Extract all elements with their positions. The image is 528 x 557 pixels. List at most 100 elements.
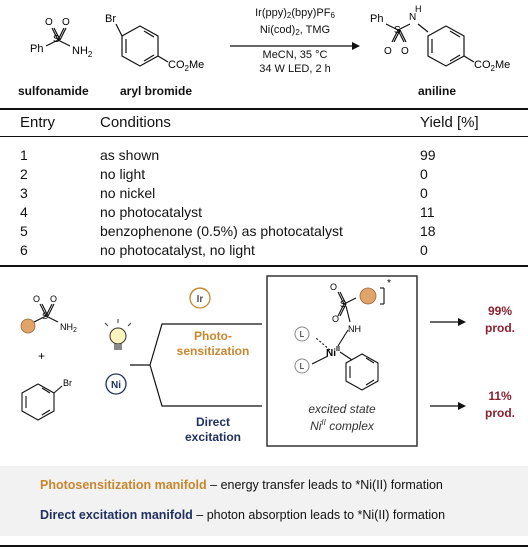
- top-product-arrowhead: [458, 318, 466, 326]
- lightbulb-icon: [104, 319, 132, 350]
- reaction-arrowhead: [352, 42, 360, 50]
- row-yield: 18: [420, 223, 436, 239]
- top-yield-unit: prod.: [485, 321, 515, 335]
- conditions-sub: 6: [330, 11, 335, 20]
- conditions-line-2: Ni(cod)2, TMG: [230, 23, 360, 40]
- row-entry: 3: [20, 185, 28, 201]
- row-entry: 6: [20, 242, 28, 258]
- bottom-product-arrowhead: [458, 402, 466, 410]
- conditions-line-3: MeCN, 35 °C: [262, 49, 328, 61]
- mech-bromobenzene: [21, 383, 63, 421]
- photo-label-2: sensitization: [177, 344, 250, 358]
- conditions-text: (bpy)PF: [291, 7, 331, 19]
- legend-photo-text: – energy transfer leads to *Ni(II) forma…: [206, 478, 443, 492]
- complex-ball-icon: [359, 287, 377, 305]
- direct-label-2: excitation: [185, 430, 241, 444]
- excited-label-1: excited state: [308, 402, 376, 416]
- sulfonamide-ball-icon: [20, 318, 36, 334]
- legend-photo: Photosensitization manifold – energy tra…: [40, 478, 520, 492]
- product-h-label: H: [415, 4, 422, 14]
- figure-bottom-rule: [0, 545, 528, 547]
- excited-label-2: NiII complex: [310, 418, 375, 433]
- product-s-label: S: [394, 25, 401, 36]
- plus-sign: +: [38, 349, 45, 363]
- aryl-bromide-structure: [115, 23, 169, 67]
- row-conditions: no nickel: [100, 185, 156, 201]
- legend-direct-title: Direct excitation manifold: [40, 508, 193, 522]
- legend-box: Photosensitization manifold – energy tra…: [0, 466, 528, 536]
- complex-o-label: O: [332, 314, 339, 324]
- mech-s-label: S: [42, 311, 48, 321]
- aniline-label: aniline: [418, 84, 457, 98]
- row-yield: 0: [420, 185, 428, 201]
- row-conditions: as shown: [100, 147, 160, 163]
- complex-ni-sup: II: [336, 346, 340, 353]
- ir-badge-label: Ir: [197, 294, 204, 305]
- ph-label: Ph: [30, 43, 43, 55]
- product-o-label: O: [401, 46, 409, 57]
- excited-label-2-tail: complex: [326, 419, 375, 433]
- complex-s-label: S: [340, 299, 346, 309]
- header-conditions: Conditions: [100, 114, 171, 131]
- conditions-text: Ir(ppy): [255, 7, 287, 19]
- nh2-label: NH2: [72, 45, 93, 59]
- complex-ni-label: NiII: [326, 346, 340, 359]
- ni-badge-icon: [105, 373, 127, 395]
- conditions-sub: 2: [286, 11, 292, 20]
- ligand-circle-icon: [294, 358, 310, 374]
- excited-label-2-text: Ni: [310, 419, 322, 433]
- s-label: S: [53, 34, 60, 45]
- legend-direct-text: – photon absorption leads to *Ni(II) for…: [192, 508, 446, 522]
- aniline-structure: [385, 23, 475, 67]
- product-o-label: O: [384, 46, 392, 57]
- o-label: O: [62, 17, 70, 28]
- conditions-text: Ni(cod): [259, 24, 296, 36]
- excited-label-2-sup: II: [321, 418, 326, 427]
- bottom-yield-value: 11%: [488, 389, 512, 403]
- row-entry: 2: [20, 166, 28, 182]
- conditions-text: , TMG: [299, 24, 331, 36]
- scheme-structures: Ph S O O NH2 Br CO2Me: [30, 4, 510, 73]
- row-yield: 0: [420, 242, 428, 258]
- legend-direct: Direct excitation manifold – photon abso…: [40, 508, 520, 522]
- row-yield: 99: [420, 147, 436, 163]
- product-co2me-label: CO2Me: [474, 59, 510, 73]
- mechanism-diagram: S O O NH2 + Br Ir Ni Photo- sensitizatio…: [20, 275, 515, 447]
- header-entry: Entry: [20, 114, 56, 131]
- aryl-bromide-label: aryl bromide: [120, 84, 193, 98]
- ligand-label: L: [300, 362, 305, 371]
- table-top-rule: [0, 108, 528, 110]
- ni-badge-label: Ni: [111, 380, 121, 391]
- row-entry: 5: [20, 223, 28, 239]
- ligand-circle-icon: [294, 326, 310, 342]
- direct-label-1: Direct: [196, 415, 230, 429]
- mech-sulfonamide: [33, 303, 59, 323]
- photo-label-1: Photo-: [194, 329, 232, 343]
- top-yield-value: 99%: [488, 304, 512, 318]
- product-ph-label: Ph: [370, 13, 383, 25]
- mech-o-label: O: [33, 294, 40, 304]
- bottom-yield-unit: prod.: [485, 406, 515, 420]
- reaction-conditions: Ir(ppy)2(bpy)PF6 Ni(cod)2, TMG MeCN, 35 …: [230, 6, 360, 76]
- mech-br-label: Br: [63, 378, 72, 388]
- excited-complex-box: [266, 275, 418, 447]
- ligand-label: L: [300, 330, 305, 339]
- row-conditions: no photocatalyst: [100, 204, 202, 220]
- branch-lines: [130, 323, 262, 407]
- complex-o-label: O: [330, 282, 337, 292]
- conditions-line-1: Ir(ppy)2(bpy)PF6: [230, 6, 360, 23]
- row-conditions: benzophenone (0.5%) as photocatalyst: [100, 223, 343, 239]
- header-yield: Yield [%]: [420, 114, 479, 131]
- legend-photo-title: Photosensitization manifold: [40, 478, 207, 492]
- table-header-rule: [0, 136, 528, 137]
- table-bottom-rule: [0, 265, 528, 267]
- row-yield: 0: [420, 166, 428, 182]
- mech-nh2-label: NH2: [60, 322, 77, 334]
- br-label: Br: [105, 13, 116, 25]
- row-entry: 4: [20, 204, 28, 220]
- excited-star: *: [387, 278, 391, 289]
- ir-badge-icon: [189, 287, 211, 309]
- complex-nh-label: NH: [348, 324, 361, 334]
- sulfonamide-label: sulfonamide: [18, 84, 89, 98]
- complex-ni-text: Ni: [326, 348, 336, 359]
